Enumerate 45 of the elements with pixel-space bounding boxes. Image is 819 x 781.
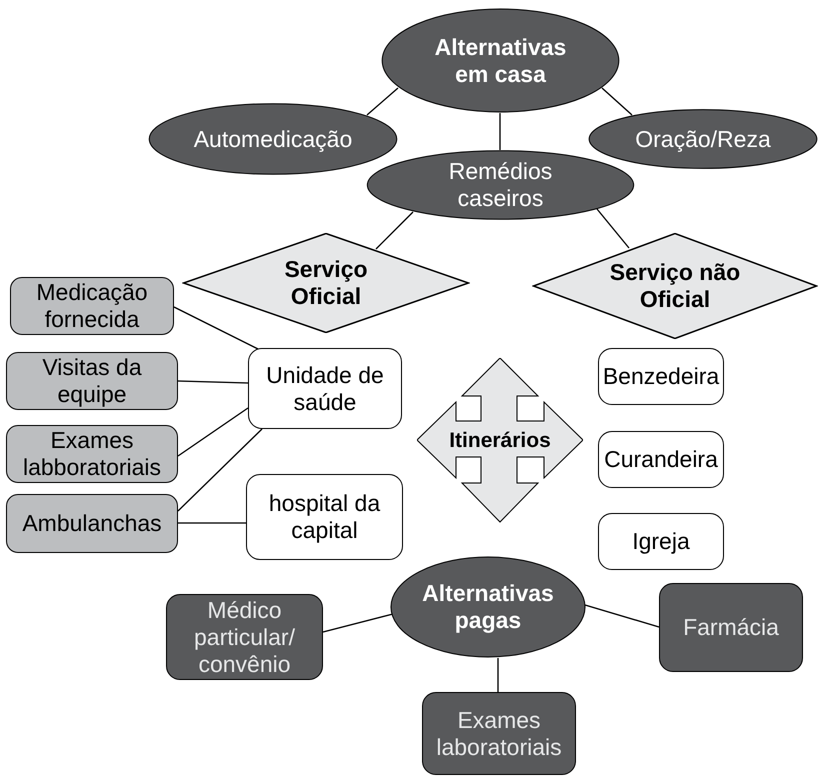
rounded-box [246,474,403,560]
rounded-box [166,594,323,680]
node-label: Alternativas em casa [434,34,568,88]
node-label: Serviço não Oficial [608,259,742,313]
node-label: Unidade de saúde [265,362,385,416]
connector-line [602,88,632,116]
connector-line [584,604,660,628]
rounded-box [6,494,178,553]
rounded-box [248,348,402,429]
node-label: Ambulanchas [21,510,163,537]
rounded-box [598,513,724,570]
rounded-box [422,692,576,775]
connector-line [322,613,394,633]
node-label: Alternativas pagas [421,580,555,634]
rounded-box [659,583,803,672]
connector-line [497,658,499,692]
connector-line [376,212,414,250]
node-label: Exames labboratoriais [22,427,162,481]
node-label: Igreja [631,528,691,555]
node-label: Médico particular/ convênio [193,596,296,678]
node-label: Medicação fornecida [35,279,149,333]
rounded-box [598,348,724,405]
rounded-box [10,277,174,335]
node-label: Remédios caseiros [448,158,554,212]
connector-line [174,306,258,350]
node-label: Oração/Reza [634,126,772,152]
node-label: Farmácia [682,614,780,641]
connector-line [366,88,398,116]
node-label: Curandeira [603,446,719,473]
rounded-box [6,352,178,410]
connector-line [178,407,248,457]
connector-line [596,208,630,248]
node-label: Benzedeira [602,363,720,390]
connector-line [178,380,248,384]
connector-line [499,113,501,150]
connector-line [178,428,262,512]
node-label: Automedicação [192,126,354,152]
node-label: Itinerários [448,428,552,454]
rounded-box [6,425,178,483]
node-label: Visitas da equipe [41,354,143,408]
node-label: hospital da capital [268,490,382,544]
node-label: Serviço Oficial [283,256,369,310]
connector-line [178,522,246,524]
node-label: Exames laboratoriais [435,706,563,760]
rounded-box [598,431,724,488]
